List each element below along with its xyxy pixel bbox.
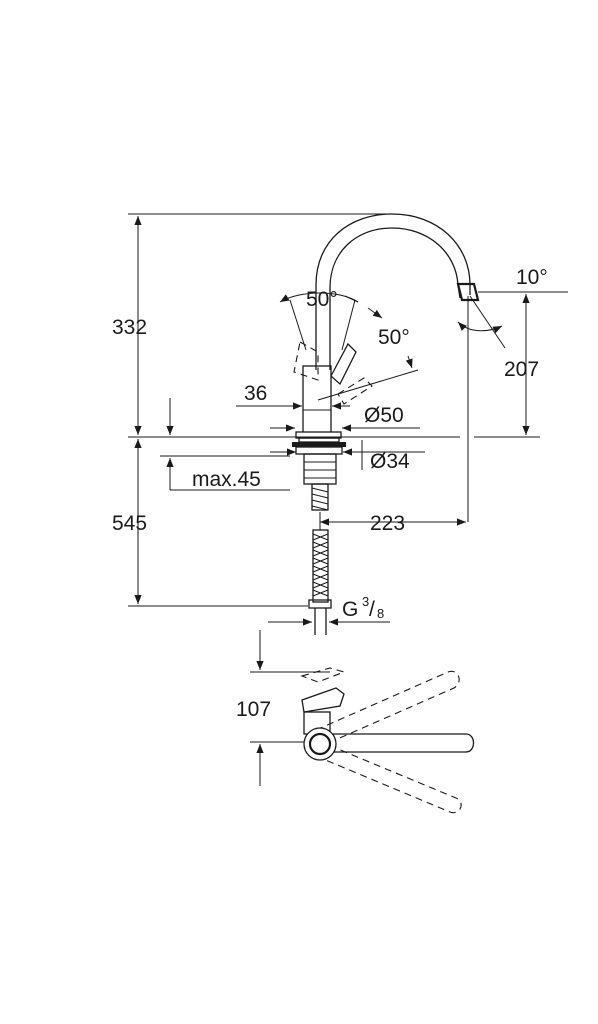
supply-hoses — [308, 529, 332, 635]
label-spout-tilt: 10° — [516, 266, 548, 289]
label-spout-reach: 223 — [370, 512, 405, 535]
label-lever-angle-front: 50° — [306, 288, 338, 311]
label-spout-height: 207 — [504, 358, 539, 381]
label-connection-letter: G — [342, 598, 358, 621]
label-base-diameter: Ø50 — [364, 404, 404, 427]
label-lever-clearance: 107 — [236, 698, 271, 721]
dimension-lines — [128, 213, 568, 786]
label-connection-numerator: 3 — [362, 594, 369, 609]
dimension-labels: 332 50° 50° 10° 207 36 Ø50 Ø34 max.45 54… — [112, 266, 548, 721]
label-lever-angle-side: 50° — [378, 326, 410, 349]
label-total-height: 332 — [112, 316, 147, 339]
faucet-side-view — [289, 213, 480, 511]
label-below-deck: 545 — [112, 512, 147, 535]
label-hole-diameter: Ø34 — [370, 450, 410, 473]
faucet-plan-view — [300, 667, 475, 814]
label-connection-denominator: 8 — [377, 606, 384, 621]
label-max-deck: max.45 — [192, 468, 261, 491]
label-body-width: 36 — [244, 382, 267, 405]
label-connection-slash: / — [369, 598, 375, 621]
